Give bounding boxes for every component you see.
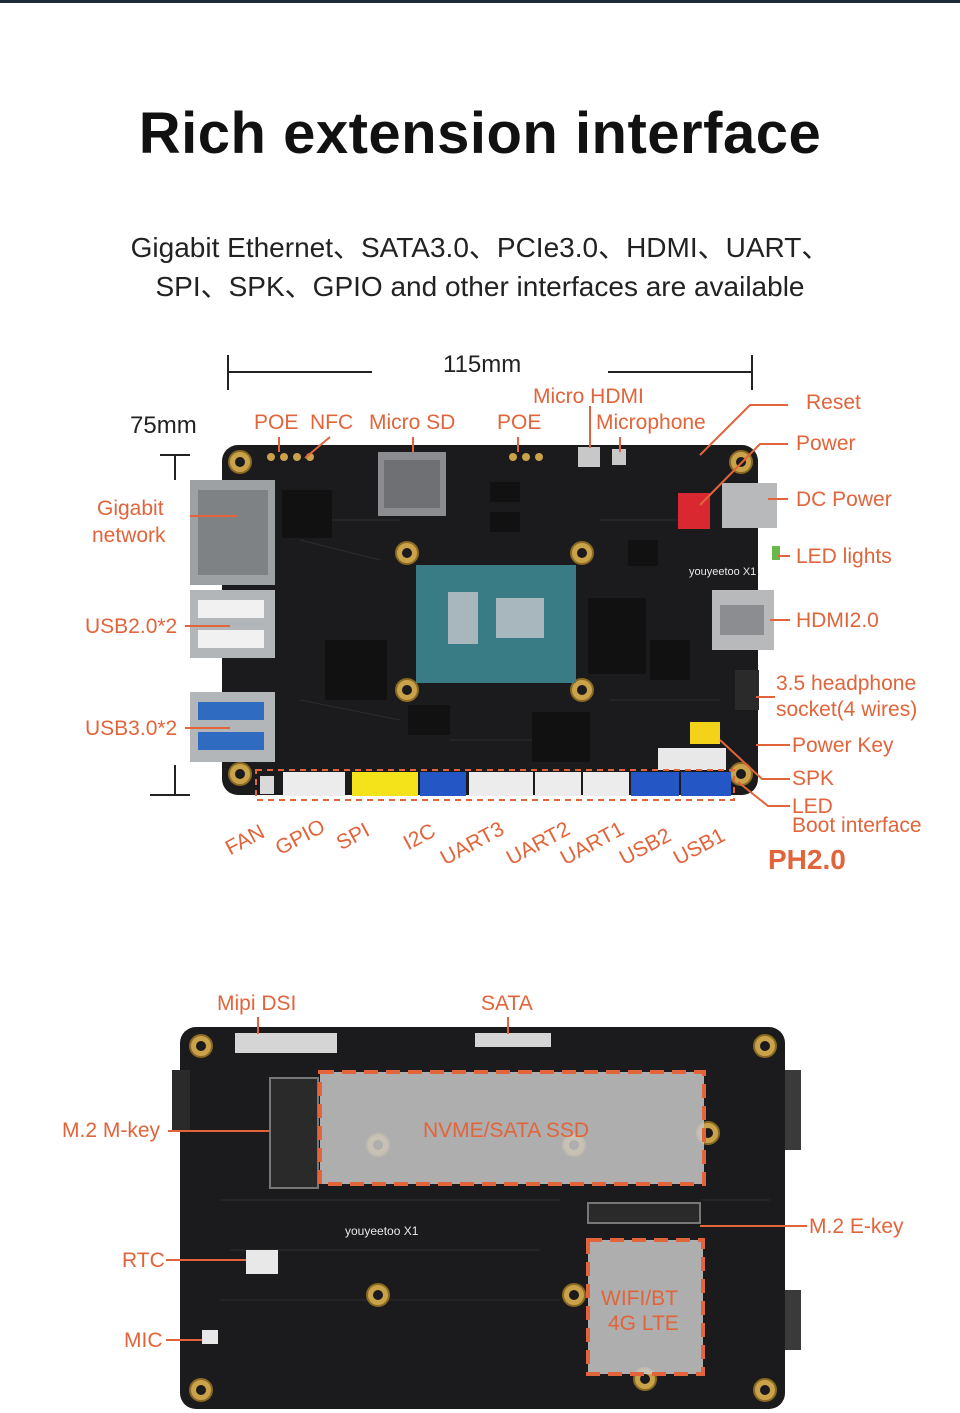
- label-led: LED: [792, 795, 833, 818]
- label-poe-left: POE: [254, 411, 299, 434]
- subtitle-line-1: Gigabit Ethernet、SATA3.0、PCIe3.0、HDMI、UA…: [130, 232, 830, 263]
- label-power: Power: [796, 432, 856, 455]
- label-rtc: RTC: [122, 1249, 165, 1272]
- label-hdmi: HDMI2.0: [796, 609, 879, 632]
- header-uart3: UART3: [436, 817, 508, 870]
- label-sata: SATA: [481, 992, 533, 1015]
- subtitle-line-2: SPI、SPK、GPIO and other interfaces are av…: [155, 271, 805, 302]
- label-nvme-ssd: NVME/SATA SSD: [423, 1119, 590, 1142]
- label-headphone-2: socket(4 wires): [776, 698, 918, 721]
- label-m2-ekey: M.2 E-key: [809, 1215, 904, 1238]
- label-micro-sd: Micro SD: [369, 411, 456, 434]
- label-boot-interface: Boot interface: [792, 814, 922, 837]
- label-nfc: NFC: [310, 411, 354, 434]
- label-usb2: USB2.0*2: [85, 615, 178, 638]
- label-spk: SPK: [792, 767, 835, 790]
- label-reset: Reset: [806, 391, 861, 414]
- label-micro-hdmi: Micro HDMI: [533, 385, 644, 408]
- bottom-silk-label: youyeetoo X1: [345, 1224, 419, 1238]
- height-dimension: 75mm: [130, 412, 197, 439]
- label-headphone-1: 3.5 headphone: [776, 672, 917, 695]
- page-title: Rich extension interface: [138, 101, 822, 166]
- label-led-lights: LED lights: [796, 545, 892, 568]
- top-rule: [0, 0, 960, 3]
- label-mipi-dsi: Mipi DSI: [217, 992, 297, 1015]
- label-microphone: Microphone: [596, 411, 706, 434]
- header-usb1: USB1: [669, 823, 729, 870]
- label-poe-right: POE: [497, 411, 542, 434]
- label-wifi-bt: WIFI/BT: [601, 1287, 678, 1310]
- label-dc-power: DC Power: [796, 488, 892, 511]
- top-silk-label: youyeetoo X1: [689, 566, 757, 578]
- header-i2c: I2C: [399, 819, 440, 855]
- label-usb3: USB3.0*2: [85, 717, 178, 740]
- header-gpio: GPIO: [271, 814, 329, 860]
- label-gigabit-2: network: [92, 524, 166, 547]
- header-spi: SPI: [332, 818, 374, 855]
- label-power-key: Power Key: [792, 734, 894, 757]
- label-m2-mkey: M.2 M-key: [62, 1119, 161, 1142]
- label-ph20: PH2.0: [768, 844, 846, 875]
- width-dimension: 115mm: [443, 351, 522, 378]
- label-gigabit-1: Gigabit: [97, 497, 164, 520]
- label-mic: MIC: [124, 1329, 163, 1352]
- header-fan: FAN: [221, 820, 269, 860]
- label-4g-lte: 4G LTE: [608, 1312, 679, 1335]
